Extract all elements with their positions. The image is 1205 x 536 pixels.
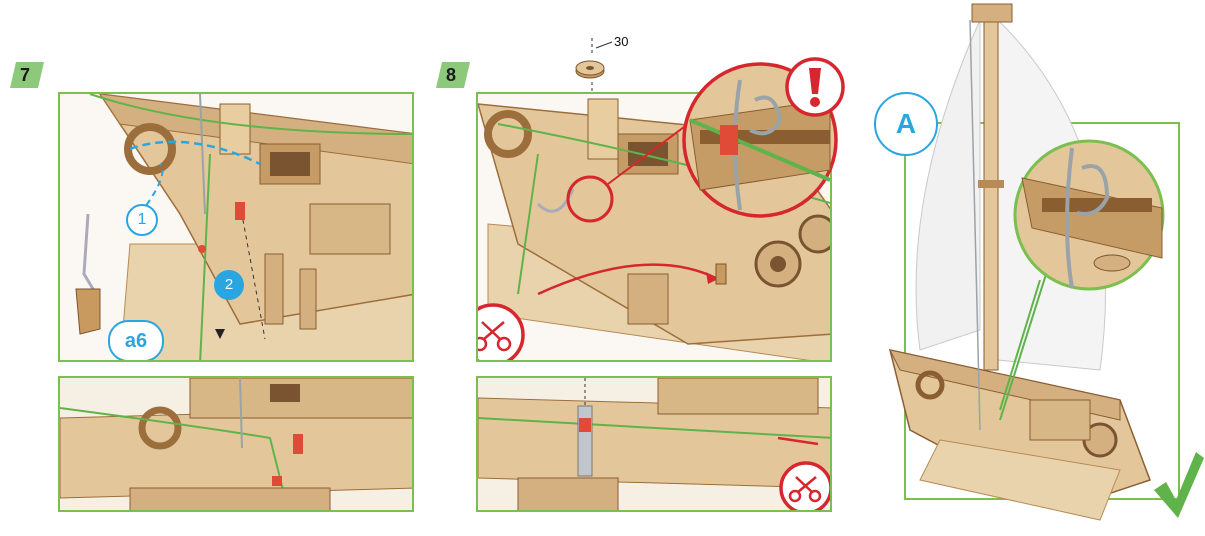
scissors-icon <box>478 303 525 360</box>
magnifier-pointer-line <box>999 280 1041 411</box>
ship-deck-drawing-8 <box>478 98 830 360</box>
callout-2: 2 <box>214 270 244 300</box>
knot-detail-drawing <box>682 62 838 218</box>
part-number-30: 30 <box>614 34 629 49</box>
scissors-icon <box>779 461 830 510</box>
completed-checkmark <box>1152 450 1204 520</box>
warning-exclamation-icon <box>785 57 845 117</box>
step-7-main-illustration: 1 2 a6 <box>58 92 414 362</box>
step-7-badge: 7 <box>10 62 44 88</box>
ship-deck-drawing <box>75 94 412 360</box>
hull-side-detail-8 <box>478 378 830 510</box>
cut-here-badge <box>478 302 526 360</box>
step-8-badge: 8 <box>436 62 470 88</box>
washer-part-30 <box>574 58 606 80</box>
step-7-number: 7 <box>19 65 30 85</box>
step-7-detail-illustration <box>58 376 414 512</box>
step-8-main-illustration <box>476 92 832 362</box>
callout-A: A <box>874 92 938 156</box>
shroud-magnifier <box>1012 138 1166 292</box>
callout-a6: a6 <box>108 320 164 360</box>
shroud-detail-drawing <box>1013 139 1165 291</box>
checkmark-icon <box>1154 452 1204 518</box>
cut-here-badge-2 <box>778 460 830 510</box>
hull-side-detail <box>60 378 412 510</box>
step-8-detail-illustration <box>476 376 832 512</box>
step-8-number: 8 <box>445 65 456 85</box>
warning-badge <box>784 56 846 118</box>
knot-magnifier <box>680 60 840 220</box>
callout-1: 1 <box>126 204 158 236</box>
